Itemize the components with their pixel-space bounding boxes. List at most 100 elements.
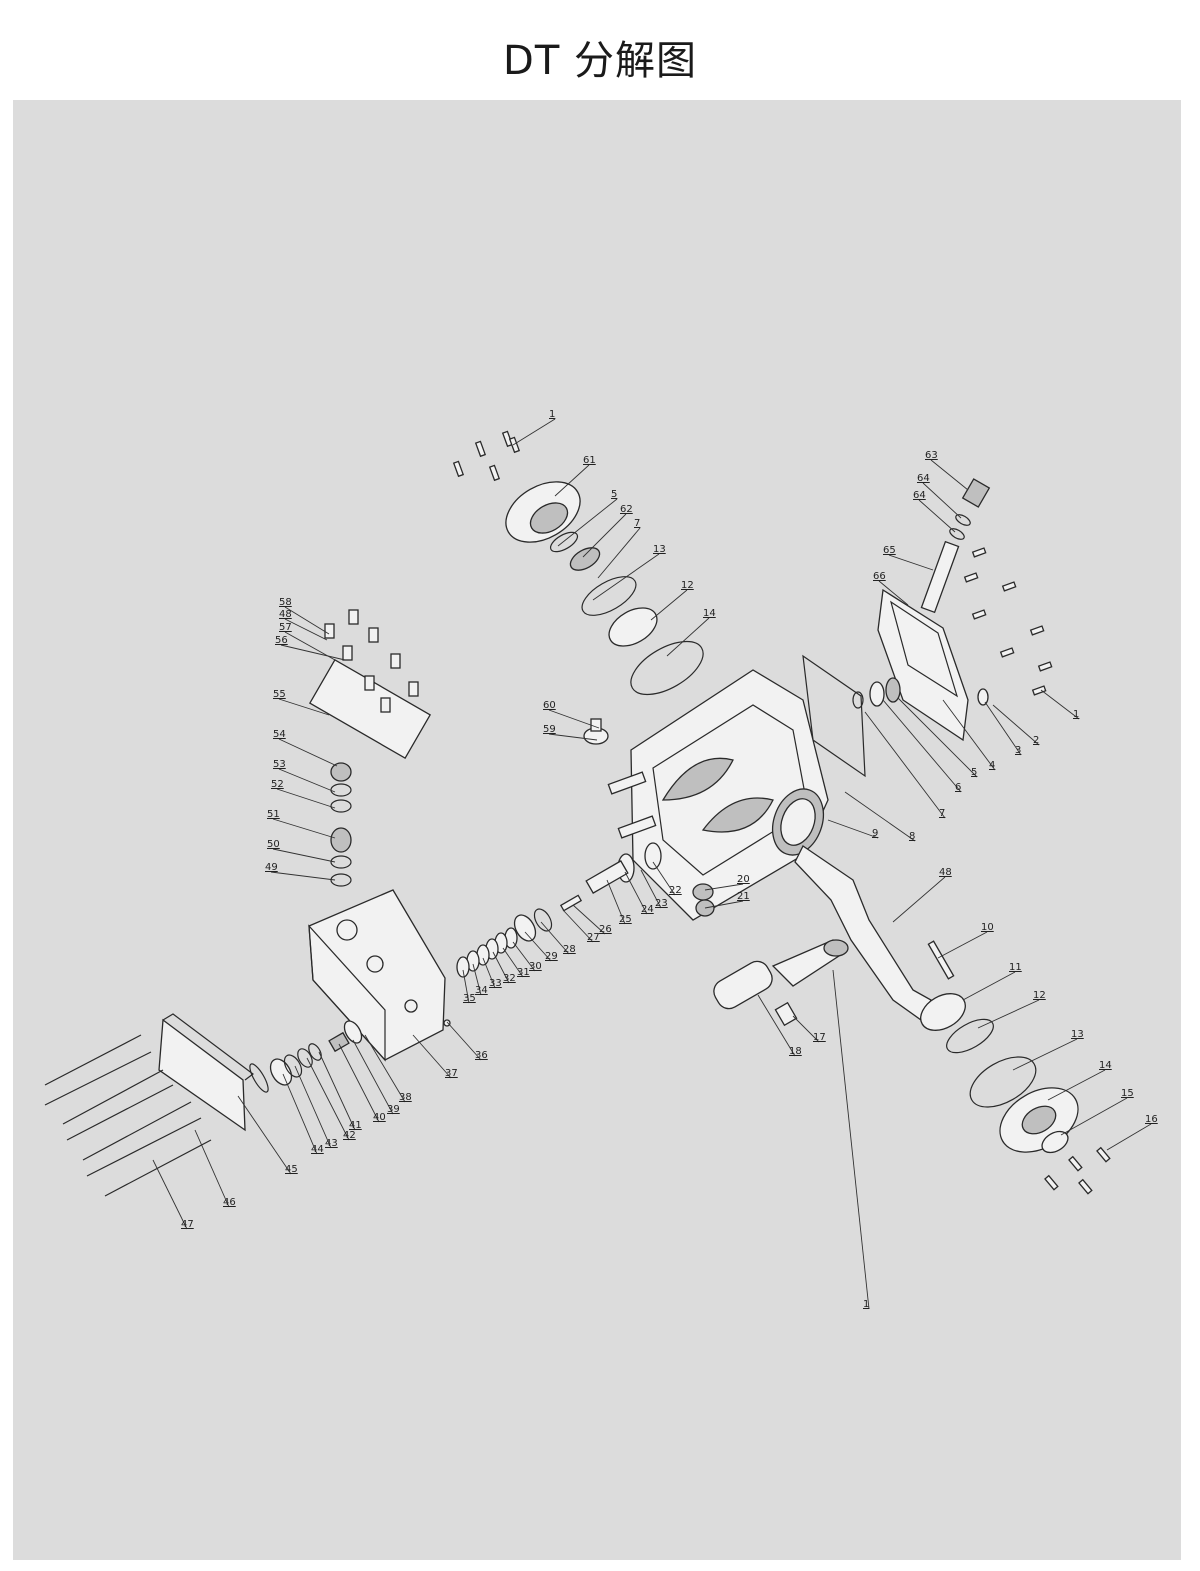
callout-label: 31 <box>517 967 530 978</box>
callout-leader <box>918 499 956 533</box>
seal-22 <box>644 842 662 870</box>
callout-label: 32 <box>503 973 516 984</box>
top-bolts <box>452 430 521 482</box>
callout-leader <box>272 848 336 863</box>
rear-bolts <box>963 547 1053 696</box>
bearing-12b <box>920 993 966 1031</box>
callout-label: 56 <box>275 635 288 646</box>
o-ring-49 <box>330 873 352 887</box>
callout-label: 8 <box>909 831 915 842</box>
o-ring-5 <box>549 531 579 553</box>
nut-20 <box>692 883 714 901</box>
o-ring-52 <box>330 799 352 813</box>
callout-leader <box>864 711 946 819</box>
callout-leader <box>338 1043 380 1123</box>
callout-leader <box>502 947 524 978</box>
front-bolts <box>1044 1146 1111 1195</box>
callout-label: 18 <box>789 1046 802 1057</box>
valve-plugs <box>324 609 419 713</box>
o-ring-50 <box>330 855 352 869</box>
callout-leader <box>882 699 962 793</box>
callout-label: 49 <box>265 862 278 873</box>
callout-label: 1 <box>1073 709 1079 720</box>
callout-leader <box>278 768 336 793</box>
callout-label: 59 <box>543 724 556 735</box>
callout-leader <box>557 498 618 547</box>
callout-leader <box>640 869 662 909</box>
oil-cap-63 <box>961 478 991 508</box>
callout-label: 38 <box>399 1092 412 1103</box>
callout-label: 10 <box>981 922 994 933</box>
callout-leader <box>827 819 879 839</box>
callout-label: 1 <box>549 409 555 420</box>
callout-leader <box>282 1073 318 1155</box>
callout-label: 41 <box>349 1120 362 1131</box>
callout-label: 37 <box>445 1068 458 1079</box>
callout-leader <box>942 699 996 771</box>
callout-leader <box>572 904 606 935</box>
callout-leader <box>512 941 536 972</box>
callout-leader <box>364 1034 406 1103</box>
callout-label: 5 <box>611 489 617 500</box>
exploded-diagram: 1615627131214636464656612345678960595848… <box>44 409 1158 1310</box>
callout-label: 60 <box>543 700 556 711</box>
callout-label: 52 <box>271 779 284 790</box>
callout-leader <box>666 617 710 657</box>
callout-label: 45 <box>285 1164 298 1175</box>
plunger-rod-25 <box>585 860 629 894</box>
callout-label: 12 <box>681 580 694 591</box>
callout-label: 63 <box>925 450 938 461</box>
callout-label: 25 <box>619 914 632 925</box>
valve-51 <box>330 827 352 853</box>
callout-leader <box>1060 1097 1128 1136</box>
callout-label: 65 <box>883 545 896 556</box>
callout-leader <box>462 969 470 1004</box>
o-ring-53 <box>330 783 352 797</box>
callout-label: 27 <box>587 932 600 943</box>
oil-seal-62 <box>569 547 601 571</box>
callout-label: 28 <box>563 944 576 955</box>
crankshaft-10 <box>794 845 932 1021</box>
callout-leader <box>922 482 962 519</box>
callout-label: 21 <box>737 891 750 902</box>
callout-leader <box>284 618 328 641</box>
manifold-assembly <box>44 609 451 1197</box>
callout-label: 2 <box>1033 735 1039 746</box>
callout-label: 20 <box>737 874 750 885</box>
sight-tube-65 <box>920 540 960 614</box>
callout-label: 29 <box>545 951 558 962</box>
callout-label: 26 <box>599 924 612 935</box>
callout-leader <box>446 1021 482 1061</box>
callout-leader <box>652 861 676 896</box>
callout-leader <box>832 969 870 1310</box>
callout-leader <box>650 589 688 621</box>
callout-label: 7 <box>634 518 640 529</box>
callout-label: 3 <box>1015 745 1021 756</box>
callout-label: 62 <box>620 504 633 515</box>
callout-leader <box>878 580 909 606</box>
callout-label: 34 <box>475 985 488 996</box>
callout-leader <box>540 921 570 955</box>
callout-label: 64 <box>913 490 926 501</box>
callout-label: 66 <box>873 571 886 582</box>
callout-leader <box>278 698 330 716</box>
callout-leader <box>492 951 510 984</box>
callout-leader <box>548 733 598 741</box>
callout-leader <box>1012 1038 1078 1071</box>
callout-leader <box>930 459 969 491</box>
callout-label: 12 <box>1033 990 1046 1001</box>
callout-leader <box>704 883 744 891</box>
valve-plug-54 <box>330 762 352 782</box>
callout-leader <box>280 644 346 661</box>
callout-label: 36 <box>475 1050 488 1061</box>
callout-label: 42 <box>343 1130 356 1141</box>
key-11 <box>927 940 955 980</box>
callout-leader <box>597 527 641 579</box>
callout-label: 40 <box>373 1112 386 1123</box>
top-bearing-assembly <box>452 430 704 696</box>
callout-label: 48 <box>939 867 952 878</box>
callout-leader <box>270 871 336 881</box>
callout-leader <box>482 957 496 989</box>
callout-label: 14 <box>703 608 716 619</box>
